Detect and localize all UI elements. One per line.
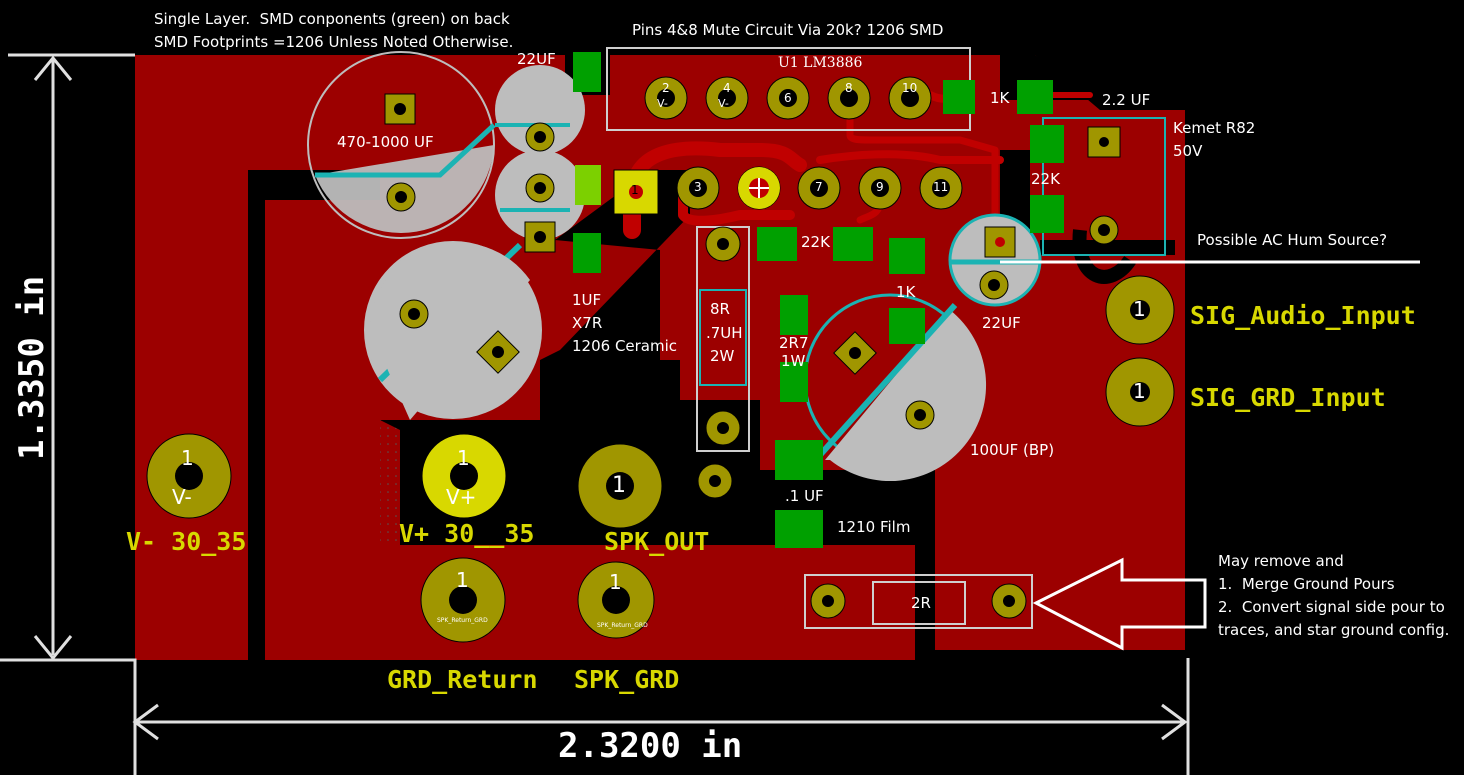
label-spk-out: SPK_OUT [604, 527, 710, 556]
pad-label-v-minus: V- [172, 485, 192, 509]
u1-pin-3: 3 [694, 180, 702, 194]
pad-label-grd-return: SPK_Return_GRD [437, 617, 488, 624]
pad-num-grd-return: 1 [456, 568, 469, 592]
label-c-1uf-b: X7R [572, 314, 603, 332]
label-sig-grd: SIG_GRD_Input [1190, 383, 1386, 412]
pad-label-v-plus: V+ [446, 485, 477, 509]
u1-pin-2: 2 [662, 81, 670, 95]
label-r-2r7-b: 1W [781, 352, 806, 370]
label-r-2r7-a: 2R7 [779, 334, 809, 352]
r-2r-outline [804, 574, 1033, 629]
label-r-22k-h: 22K [801, 233, 830, 251]
note-mute: Pins 4&8 Mute Circuit Via 20k? 1206 SMD [632, 21, 944, 39]
u1-pin-7: 7 [815, 180, 823, 194]
label-v-plus: V+ 30__35 [399, 519, 535, 548]
pad-num-sig-audio: 1 [1133, 297, 1146, 321]
u1-pin-11: 11 [933, 180, 949, 194]
pad-num-spk-out: 1 [612, 473, 626, 498]
label-grd-return: GRD_Return [387, 665, 538, 694]
u1-pin-6: 6 [784, 91, 792, 105]
label-c-22uf-top: 22UF [517, 50, 556, 68]
pad-num-v-plus: 1 [457, 446, 470, 470]
note-layer-line1: Single Layer. SMD conponents (green) on … [154, 10, 510, 28]
kemet-outline [1042, 117, 1166, 256]
u1-pin-8: 8 [845, 81, 853, 95]
label-r-22k-v: 22K [1031, 170, 1060, 188]
smd-pads[interactable] [573, 52, 1064, 548]
pad-num-spk-grd: 1 [609, 570, 622, 594]
note-kemet-a: Kemet R82 [1173, 119, 1256, 137]
label-c-470: 470-1000 UF [337, 133, 434, 151]
label-v-minus: V- 30_35 [126, 527, 247, 556]
label-r-8r-a: 8R [710, 300, 730, 318]
note-remove-2b: traces, and star ground config. [1218, 621, 1450, 639]
note-kemet-b: 50V [1173, 142, 1203, 160]
label-c-100uf: 100UF (BP) [970, 441, 1055, 459]
u1-pin-9: 9 [876, 180, 884, 194]
label-c-01uf: .1 UF [785, 487, 824, 505]
dimension-lines [0, 53, 1190, 775]
note-layer-line2: SMD Footprints =1206 Unless Noted Otherw… [154, 33, 514, 51]
remove-arrow [1032, 557, 1207, 651]
label-sig-audio: SIG_Audio_Input [1190, 301, 1416, 330]
u1-pin-4: 4 [723, 81, 731, 95]
label-c-1uf-a: 1UF [572, 291, 602, 309]
pad-label-spk-grd: SPK_Return_GRD [597, 622, 648, 629]
label-r-2r: 2R [911, 594, 931, 612]
dimension-width: 2.3200 in [558, 726, 743, 766]
label-r-8r-b: .7UH [706, 324, 743, 342]
u1-pin-10: 10 [902, 81, 918, 95]
label-c-22uf-right: 22UF [982, 314, 1021, 332]
label-spk-grd: SPK_GRD [574, 665, 680, 694]
tht-pads[interactable] [146, 76, 1175, 643]
label-u1: U1 LM3886 [778, 55, 863, 71]
note-remove-1: 1. Merge Ground Pours [1218, 575, 1395, 593]
note-remove-2a: 2. Convert signal side pour to [1218, 598, 1445, 616]
label-r-1k-top: 1K [990, 89, 1010, 107]
cap-1000uf-lower[interactable] [364, 241, 542, 420]
label-c-1uf-c: 1206 Ceramic [572, 337, 678, 355]
note-hum: Possible AC Hum Source? [1197, 231, 1388, 249]
label-r-8r-c: 2W [710, 347, 735, 365]
cap-100uf-bp[interactable] [803, 293, 987, 482]
label-r-1k-mid: 1K [896, 283, 916, 301]
note-remove-title: May remove and [1218, 552, 1344, 570]
u1-pin-1: 1 [631, 183, 639, 197]
u1-pin-2-sub: V- [657, 97, 668, 110]
u1-pin-4-sub: V- [718, 97, 729, 110]
pad-num-sig-grd: 1 [1133, 379, 1146, 403]
label-c-2-2uf: 2.2 UF [1102, 91, 1151, 109]
dimension-height: 1.3350 in [12, 275, 52, 460]
pad-num-v-minus: 1 [181, 446, 194, 470]
label-c-1210: 1210 Film [837, 518, 911, 536]
